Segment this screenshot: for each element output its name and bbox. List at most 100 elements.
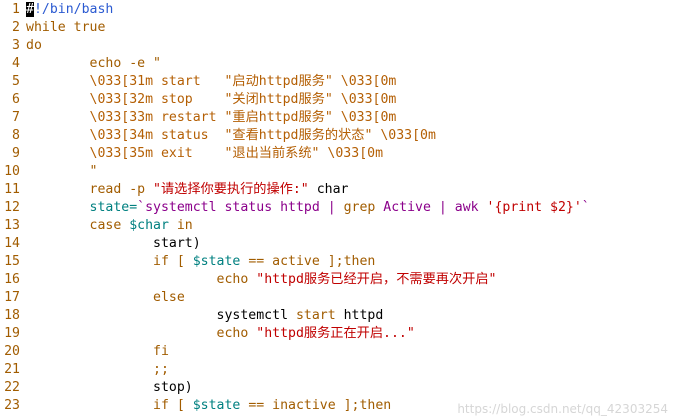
code-token: in <box>168 218 193 233</box>
code-token: read -p <box>26 182 154 197</box>
code-line[interactable]: 17 else <box>0 289 185 307</box>
code-token: state= <box>26 200 138 215</box>
code-text[interactable]: " <box>26 163 98 181</box>
code-token: case <box>26 218 130 233</box>
code-line[interactable]: 6 \033[32m stop "关闭httpd服务" \033[0m <box>0 91 396 109</box>
line-number: 22 <box>4 380 20 395</box>
code-line[interactable]: 21 ;; <box>0 361 169 379</box>
code-line[interactable]: 15 if [ $state == active ];then <box>0 253 375 271</box>
code-token: if [ <box>26 254 193 269</box>
code-line[interactable]: 12 state=`systemctl status httpd | grep … <box>0 199 590 217</box>
line-number: 6 <box>12 92 20 107</box>
code-text[interactable]: if [ $state == inactive ];then <box>26 397 391 415</box>
line-number: 18 <box>4 308 20 323</box>
code-text[interactable]: start) <box>26 235 201 253</box>
code-token: '{print $2}' <box>486 200 582 215</box>
code-token: \033[31m start "启动httpd服务" \033[0m <box>26 74 397 89</box>
code-line[interactable]: 1#!/bin/bash <box>0 1 113 19</box>
code-text[interactable]: else <box>26 289 185 307</box>
code-line[interactable]: 10 " <box>0 163 97 181</box>
line-number: 13 <box>4 218 20 233</box>
code-token: fi <box>26 344 169 359</box>
code-token: "请选择你要执行的操作:" <box>153 182 309 197</box>
code-line[interactable]: 9 \033[35m exit "退出当前系统" \033[0m <box>0 145 383 163</box>
code-line[interactable]: 11 read -p "请选择你要执行的操作:" char <box>0 181 348 199</box>
line-number: 17 <box>4 290 20 305</box>
code-token: stop) <box>26 380 193 395</box>
code-token: echo -e " <box>26 56 161 71</box>
line-number: 10 <box>4 164 20 179</box>
watermark: https://blog.csdn.net/qq_42303254 <box>457 402 668 416</box>
code-token: "httpd服务正在开启..." <box>256 326 415 341</box>
code-token: char <box>308 182 349 197</box>
code-text[interactable]: echo "httpd服务正在开启..." <box>26 325 415 343</box>
code-text[interactable]: stop) <box>26 379 193 397</box>
line-number: 14 <box>4 236 20 251</box>
code-text[interactable]: state=`systemctl status httpd | grep Act… <box>26 199 590 217</box>
line-number: 16 <box>4 272 20 287</box>
code-token: $state <box>192 398 241 413</box>
code-line[interactable]: 19 echo "httpd服务正在开启..." <box>0 325 415 343</box>
line-number: 9 <box>12 146 20 161</box>
line-number: 12 <box>4 200 20 215</box>
code-text[interactable]: #!/bin/bash <box>26 1 113 19</box>
code-token: \033[35m exit "退出当前系统" \033[0m <box>26 146 384 161</box>
code-token: start <box>295 308 336 323</box>
code-line[interactable]: 16 echo "httpd服务已经开启，不需要再次开启" <box>0 271 496 289</box>
code-token: if [ <box>26 398 193 413</box>
code-line[interactable]: 22 stop) <box>0 379 193 397</box>
code-token: echo <box>26 272 257 287</box>
code-text[interactable]: do <box>26 37 42 55</box>
code-text[interactable]: while true <box>26 19 105 37</box>
code-token: $char <box>129 218 169 233</box>
code-token: " <box>26 164 98 179</box>
code-text[interactable]: \033[31m start "启动httpd服务" \033[0m <box>26 73 397 91</box>
code-token: else <box>26 290 185 305</box>
code-token: \033[34m status "查看httpd服务的状态" \033[0m <box>26 128 436 143</box>
line-number: 3 <box>12 38 20 53</box>
code-token: !/bin/bash <box>33 2 114 17</box>
code-text[interactable]: echo "httpd服务已经开启，不需要再次开启" <box>26 271 497 289</box>
code-line[interactable]: 8 \033[34m status "查看httpd服务的状态" \033[0m <box>0 127 436 145</box>
code-text[interactable]: \033[32m stop "关闭httpd服务" \033[0m <box>26 91 397 109</box>
code-token: `systemctl status httpd | <box>137 200 344 215</box>
code-token: ` <box>581 200 590 215</box>
line-number: 20 <box>4 344 20 359</box>
code-text[interactable]: \033[34m status "查看httpd服务的状态" \033[0m <box>26 127 436 145</box>
code-line[interactable]: 7 \033[33m restart "重启httpd服务" \033[0m <box>0 109 396 127</box>
code-token: \033[32m stop "关闭httpd服务" \033[0m <box>26 92 397 107</box>
code-token: == inactive ];then <box>240 398 392 413</box>
code-text[interactable]: \033[35m exit "退出当前系统" \033[0m <box>26 145 384 163</box>
code-token: httpd <box>335 308 384 323</box>
code-token: start) <box>26 236 201 251</box>
code-text[interactable]: \033[33m restart "重启httpd服务" \033[0m <box>26 109 397 127</box>
code-line[interactable]: 23 if [ $state == inactive ];then <box>0 397 391 415</box>
code-line[interactable]: 4 echo -e " <box>0 55 161 73</box>
code-text[interactable]: if [ $state == active ];then <box>26 253 375 271</box>
code-text[interactable]: ;; <box>26 361 169 379</box>
code-line[interactable]: 20 fi <box>0 343 169 361</box>
code-text[interactable]: read -p "请选择你要执行的操作:" char <box>26 181 349 199</box>
code-text[interactable]: case $char in <box>26 217 193 235</box>
code-token: echo <box>26 326 257 341</box>
code-line[interactable]: 14 start) <box>0 235 201 253</box>
code-text[interactable]: fi <box>26 343 169 361</box>
code-token: $state <box>192 254 241 269</box>
code-token: ;; <box>26 362 169 377</box>
line-number: 8 <box>12 128 20 143</box>
code-text[interactable]: echo -e " <box>26 55 161 73</box>
code-line[interactable]: 5 \033[31m start "启动httpd服务" \033[0m <box>0 73 396 91</box>
code-line[interactable]: 3 do <box>0 37 42 55</box>
code-line[interactable]: 18 systemctl start httpd <box>0 307 383 325</box>
line-number: 7 <box>12 110 20 125</box>
line-number: 23 <box>4 398 20 413</box>
code-text[interactable]: systemctl start httpd <box>26 307 384 325</box>
code-token: \033[33m restart "重启httpd服务" \033[0m <box>26 110 397 125</box>
code-line[interactable]: 13 case $char in <box>0 217 193 235</box>
code-token: systemctl <box>26 308 296 323</box>
line-number: 21 <box>4 362 20 377</box>
code-token: == active ];then <box>240 254 376 269</box>
